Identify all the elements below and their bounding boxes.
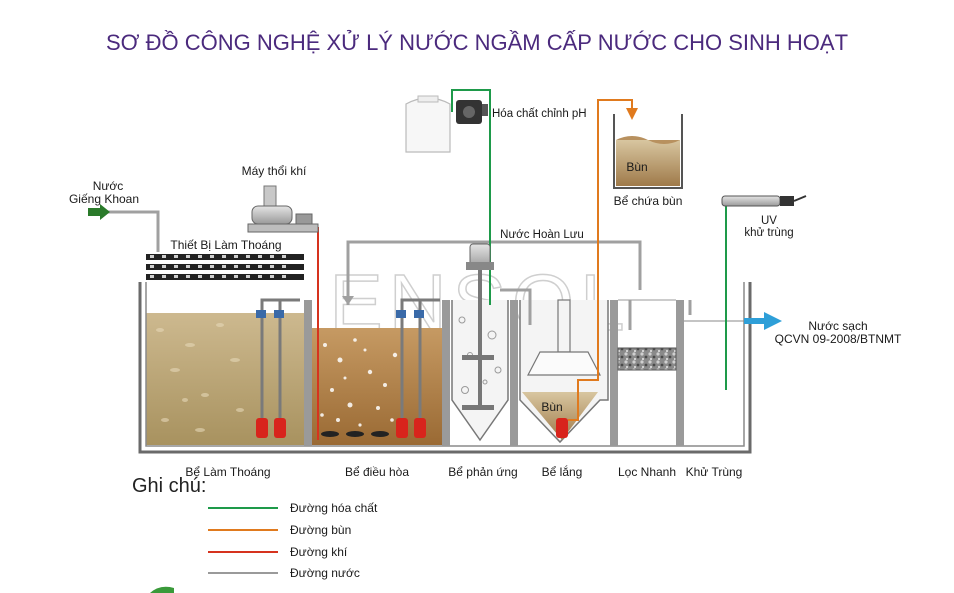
aerator-cascade	[146, 254, 304, 280]
label-input-water-1: Nước	[93, 179, 124, 193]
label-return-water: Nước Hoàn Lưu	[500, 229, 584, 241]
label-sludge-in-settler: Bùn	[541, 400, 562, 414]
equalization-bubbles	[320, 338, 398, 427]
sludge-tank	[613, 114, 683, 189]
blower-icon	[247, 185, 319, 233]
uv-lamp-icon	[721, 195, 807, 207]
sludge-line	[568, 99, 633, 421]
pump-risers	[260, 298, 440, 425]
pump-icon	[256, 418, 568, 438]
legend-item-air: Đường khí	[290, 545, 348, 559]
chemical-tank-icon	[405, 95, 451, 153]
legend-heading: Ghi chú:	[132, 475, 206, 497]
label-uv-1: UV	[761, 215, 777, 227]
label-sludge-tank: Bể chứa bùn	[614, 194, 683, 208]
inlet-arrow-icon	[88, 204, 110, 220]
label-uv-2: khử trùng	[744, 227, 793, 239]
outlet-arrow-icon	[744, 312, 782, 330]
water-pipes	[108, 210, 692, 330]
diagram-title: SƠ ĐỒ CÔNG NGHỆ XỬ LÝ NƯỚC NGẦM CẤP NƯỚC…	[106, 30, 848, 55]
dosing-pump-icon	[456, 100, 488, 124]
label-input-water-2: Giếng Khoan	[69, 192, 139, 206]
tank-label-reaction: Bể phản ứng	[448, 465, 517, 479]
mixer-motor-icon	[466, 243, 494, 270]
tank-label-aeration: Bể Làm Thoáng	[185, 465, 270, 479]
legend-item-water: Đường nước	[290, 566, 360, 580]
pump-valves	[256, 310, 424, 318]
label-output-1: Nước sạch	[808, 319, 867, 333]
label-aerator: Thiết Bị Làm Thoáng	[170, 238, 281, 252]
label-chemical: Hóa chất chỉnh pH	[492, 108, 587, 120]
legend-item-sludge: Đường bùn	[290, 523, 351, 537]
tank-label-filter: Lọc Nhanh	[618, 465, 676, 479]
logo-fragment-icon	[150, 586, 174, 593]
label-blower: Máy thổi khí	[242, 164, 307, 178]
chemical-line	[451, 89, 727, 390]
sludge-arrow-icon	[626, 108, 638, 120]
label-output-2: QCVN 09-2008/BTNMT	[775, 332, 902, 346]
label-sludge-in-tank: Bùn	[626, 160, 647, 174]
tank-label-disinfection: Khử Trùng	[686, 465, 743, 479]
legend: Ghi chú: Đường hóa chất Đường bùn Đường …	[132, 475, 378, 580]
legend-item-chemical: Đường hóa chất	[290, 501, 378, 515]
diffusers	[321, 431, 389, 437]
tank-label-settling: Bể lắng	[542, 464, 583, 479]
tank-label-equalization: Bể điều hòa	[345, 465, 409, 479]
aeration-texture	[156, 323, 244, 432]
